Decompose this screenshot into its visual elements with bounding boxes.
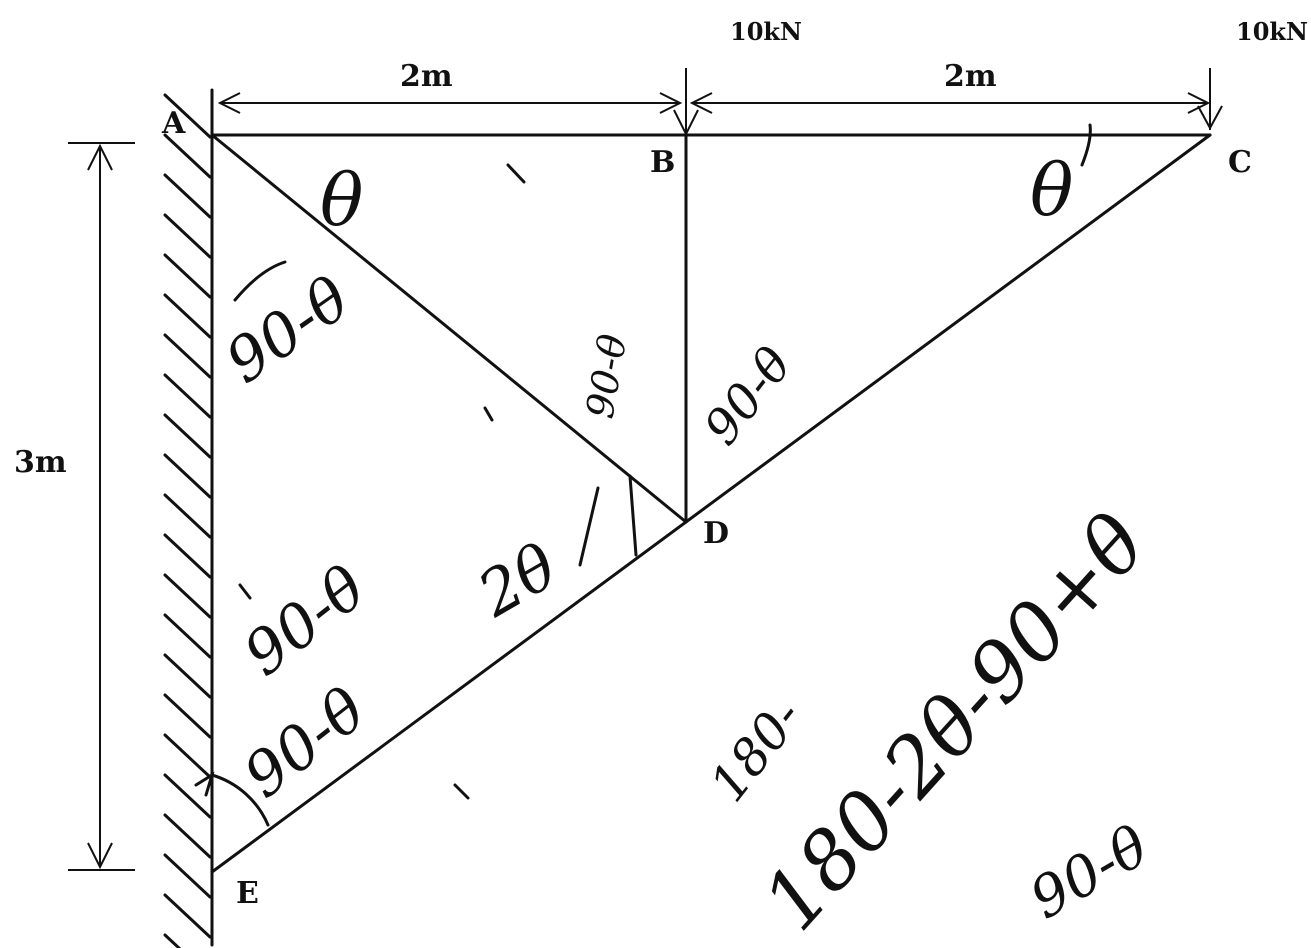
member-AD [210, 133, 688, 524]
dimension-AE [68, 142, 135, 871]
dimension-AB-arrow-right [659, 92, 683, 114]
wall-hatch-line-15 [163, 693, 212, 739]
dimension-label-AB: 2m [400, 59, 453, 94]
wall-hatch-line-1 [163, 133, 212, 179]
member-CDE [210, 133, 1212, 874]
wall-hatch-line-10 [163, 493, 212, 539]
dimension-BC-arrow-left [689, 92, 713, 114]
load-label-B: 10kN [730, 17, 802, 46]
wall-hatch-line-17 [163, 773, 212, 819]
wall-hatch-line-3 [163, 213, 212, 259]
annotation-180: 180- [699, 688, 814, 812]
wall-hatch-line-12 [163, 573, 212, 619]
wall-hatch-line-16 [163, 733, 212, 779]
joint-label-C: C [1228, 145, 1252, 180]
annotation-angle-A: 90-θ [213, 264, 362, 397]
annotation-theta-C: θ [1030, 148, 1073, 232]
pen-mark-2 [506, 163, 526, 184]
load-arrow-B [673, 68, 699, 137]
annotation-angle-E-upper: 90-θ [231, 553, 379, 690]
load-label-C: 10kN [1236, 17, 1308, 46]
wall-hatch-line-21 [163, 933, 182, 948]
pen-mark-5 [628, 474, 638, 557]
annotation-expression-short: 90-θ [1020, 814, 1160, 932]
load-arrow-B-head [673, 109, 699, 137]
dimension-AE-arrow-bottom [87, 842, 113, 870]
dimension-AB-arrow-left [217, 92, 241, 114]
wall-hatch-line-14 [163, 653, 212, 699]
load-arrow-C [1197, 68, 1223, 131]
annotation-angle-B-left: 90-θ [578, 331, 636, 422]
dimension-label-BC: 2m [944, 59, 997, 94]
pen-mark-7 [453, 783, 470, 800]
pen-marks [233, 123, 1092, 800]
joint-label-E: E [236, 876, 259, 911]
angle-arc-E [210, 773, 270, 827]
wall-hatch-line-8 [163, 413, 212, 459]
wall-hatching [163, 93, 212, 948]
wall-support [163, 88, 214, 948]
wall-hatch-line-13 [163, 613, 212, 659]
wall-hatch-line-11 [163, 533, 212, 579]
annotation-angle-B-right: 90-θ [693, 337, 803, 455]
wall-hatch-line-20 [163, 893, 212, 939]
wall-hatch-line-19 [163, 853, 212, 899]
angle-arc-E-arrow [194, 771, 215, 797]
load-arrow-C-head [1197, 105, 1223, 131]
joint-label-D: D [703, 516, 729, 551]
wall-hatch-line-18 [163, 813, 212, 859]
wall-hatch-line-5 [163, 293, 212, 339]
joint-label-B: B [650, 145, 675, 180]
pen-mark-3 [483, 406, 494, 422]
joint-label-A: A [161, 106, 186, 141]
wall-hatch-line-0 [163, 93, 212, 139]
dimension-label-AE: 3m [14, 445, 67, 480]
truss-members [210, 133, 1212, 874]
dimension-BC-arrow-right [1187, 92, 1211, 114]
wall-hatch-line-2 [163, 173, 212, 219]
wall-hatch-line-7 [163, 373, 212, 419]
wall-hatch-line-6 [163, 333, 212, 379]
pen-mark-8 [1080, 123, 1092, 167]
annotation-theta-A: θ [320, 158, 363, 242]
dimension-BC [689, 92, 1211, 114]
dimension-AE-arrow-top [87, 143, 113, 171]
pen-mark-6 [238, 583, 252, 600]
wall-hatch-line-4 [163, 253, 212, 299]
wall-hatch-line-9 [163, 453, 212, 499]
annotation-angle-E-lower: 90-θ [231, 675, 379, 812]
pen-mark-1 [233, 260, 287, 302]
dimension-AB [217, 92, 683, 114]
annotation-2theta-D: 2θ [465, 529, 569, 631]
pen-mark-4 [578, 486, 600, 567]
